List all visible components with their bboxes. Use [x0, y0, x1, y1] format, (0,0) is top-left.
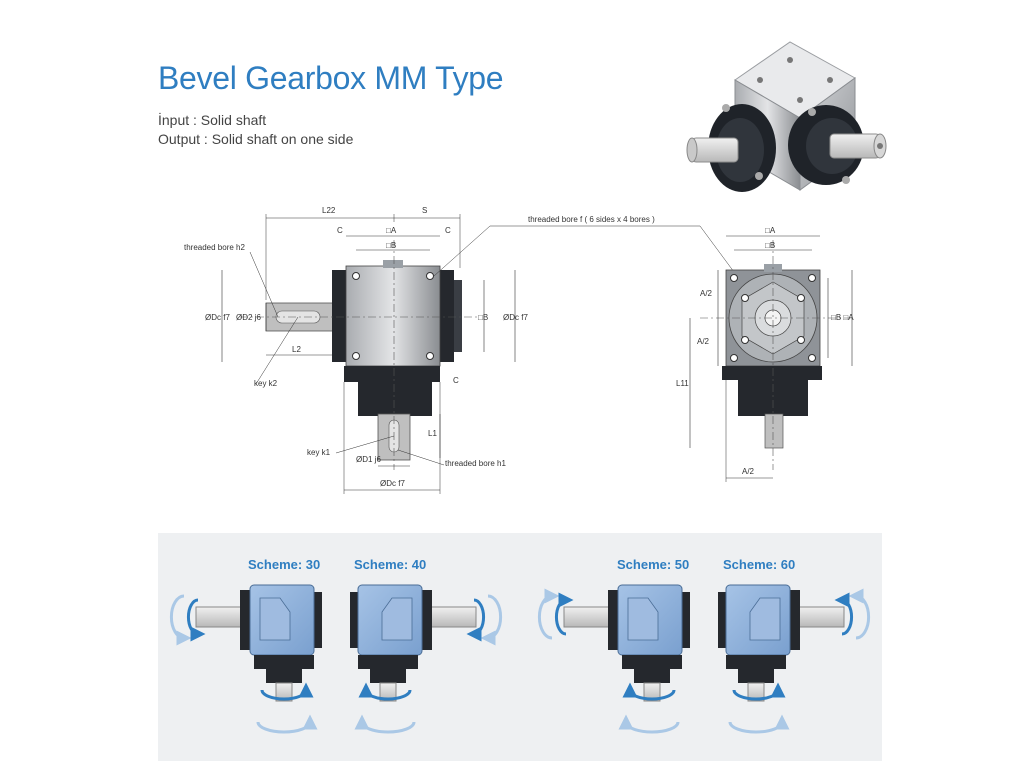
label-key-k2: key k2: [254, 379, 278, 388]
label-threaded-bore-f: threaded bore f ( 6 sides x 4 bores ): [528, 215, 655, 224]
dim-B-front: □B: [386, 241, 396, 250]
front-view-drawing: L22 S □A □B C C C threaded bore h2 ØDc f…: [184, 206, 735, 494]
dim-B-side-top: □B: [765, 241, 775, 250]
dim-D1-j6: ØD1 j6: [356, 455, 381, 464]
dim-C-left: C: [337, 226, 343, 235]
dim-A-front: □A: [386, 226, 397, 235]
dim-Dc-f7-left: ØDc f7: [205, 313, 230, 322]
dim-B-A-side: □B □A: [831, 313, 854, 322]
dim-L22: L22: [322, 206, 336, 215]
dim-C-right: C: [445, 226, 451, 235]
dim-L1: L1: [428, 429, 437, 438]
label-threaded-bore-h1: threaded bore h1: [445, 459, 506, 468]
dim-A-half-upper: A/2: [700, 289, 713, 298]
dim-L2: L2: [292, 345, 301, 354]
label-threaded-bore-h2: threaded bore h2: [184, 243, 245, 252]
dim-A-side: □A: [765, 226, 776, 235]
scheme-label-40: Scheme: 40: [354, 557, 426, 572]
dim-L11: L11: [676, 379, 689, 388]
scheme-60: Scheme: 60: [718, 557, 871, 734]
scheme-label-60: Scheme: 60: [723, 557, 795, 572]
dim-S: S: [422, 206, 427, 215]
side-view-drawing: □A □B A/2 A/2 L11 □B □A A/2: [676, 226, 854, 482]
output-description: Output : Solid shaft on one side: [158, 131, 354, 147]
scheme-50: Scheme: 50: [537, 557, 690, 734]
dim-D2-j6: ØD2 j6: [236, 313, 261, 322]
page-title: Bevel Gearbox MM Type: [158, 60, 504, 96]
dim-Dc-f7-bottom: ØDc f7: [380, 479, 405, 488]
scheme-40: Scheme: 40: [350, 557, 503, 734]
scheme-label-30: Scheme: 30: [248, 557, 320, 572]
label-key-k1: key k1: [307, 448, 331, 457]
dim-A-half-bottom: A/2: [742, 467, 755, 476]
gearbox-product-image: [686, 41, 887, 192]
input-description: İnput : Solid shaft: [158, 112, 267, 128]
dim-B-side: □B: [478, 313, 488, 322]
dim-Dc-f7-right: ØDc f7: [503, 313, 528, 322]
scheme-30: Scheme: 30: [169, 557, 322, 734]
dim-C-bottom: C: [453, 376, 459, 385]
schemes-group: Scheme: 30 Scheme: 40: [169, 557, 871, 734]
dim-A-half-lower: A/2: [697, 337, 710, 346]
scheme-label-50: Scheme: 50: [617, 557, 689, 572]
